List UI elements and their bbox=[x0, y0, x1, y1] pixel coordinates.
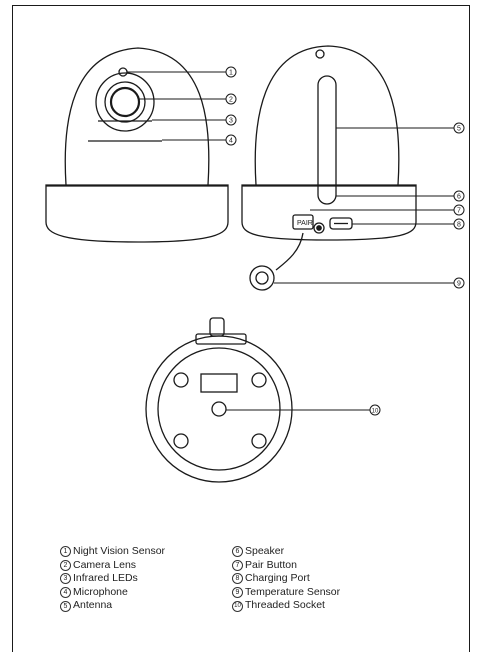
legend-label: Infrared LEDs bbox=[73, 572, 138, 585]
legend-num: 1 bbox=[60, 546, 71, 558]
callout-6-num: 6 bbox=[457, 194, 461, 201]
bottom-outer-ring bbox=[145, 335, 293, 483]
temperature-sensor-hole-inner bbox=[316, 225, 322, 231]
legend-num: 5 bbox=[60, 600, 71, 612]
callout-1: 1 bbox=[225, 66, 237, 78]
callout-5: 5 bbox=[453, 122, 465, 134]
legend-label: Microphone bbox=[73, 585, 128, 598]
front-base-outline bbox=[45, 184, 229, 243]
front-view bbox=[45, 47, 229, 243]
camera-lens-outer bbox=[95, 72, 155, 132]
legend-label: Threaded Socket bbox=[245, 599, 325, 612]
legend-label: Speaker bbox=[245, 545, 285, 557]
callout-3-num: 3 bbox=[229, 118, 233, 125]
bottom-foot-br bbox=[251, 433, 267, 449]
probe-head bbox=[249, 265, 275, 291]
callout-10: 10 bbox=[369, 404, 381, 416]
callout-5-num: 5 bbox=[457, 126, 461, 133]
bottom-mount-stub bbox=[209, 317, 225, 337]
callout-2: 2 bbox=[225, 93, 237, 105]
leader-lines bbox=[127, 71, 454, 411]
callout-6: 6 bbox=[453, 190, 465, 202]
legend-label: Camera Lens bbox=[73, 558, 137, 571]
frame-right-edge bbox=[469, 5, 471, 652]
callout-1-num: 1 bbox=[229, 70, 233, 77]
callout-9-num: 9 bbox=[457, 281, 461, 288]
callout-8: 8 bbox=[453, 218, 465, 230]
camera-lens-ring bbox=[104, 81, 146, 123]
pair-text: PAIR bbox=[297, 220, 313, 227]
legend-num: 7 bbox=[232, 559, 243, 571]
callout-4: 4 bbox=[225, 134, 237, 146]
legend-num: 9 bbox=[232, 587, 243, 599]
callout-9: 9 bbox=[453, 277, 465, 289]
callout-markers: 1 2 3 4 5 6 7 8 9 10 bbox=[225, 66, 465, 416]
back-base-outline bbox=[241, 184, 417, 241]
legend-num: 2 bbox=[60, 559, 71, 571]
bottom-inner-ring bbox=[157, 347, 281, 471]
bottom-view bbox=[145, 317, 293, 483]
bottom-foot-tr bbox=[251, 372, 267, 388]
bottom-mount-bar bbox=[195, 333, 247, 345]
legend-num: 10 bbox=[232, 600, 243, 612]
callout-8-num: 8 bbox=[457, 222, 461, 229]
legend-num: 6 bbox=[232, 546, 243, 558]
bottom-foot-tl bbox=[173, 372, 189, 388]
legend-label: Charging Port bbox=[245, 572, 310, 585]
camera-lens-inner bbox=[109, 86, 141, 118]
callout-7: 7 bbox=[453, 204, 465, 216]
probe-head-inner bbox=[255, 271, 269, 285]
back-view bbox=[241, 45, 417, 241]
legend-label: Night Vision Sensor bbox=[73, 545, 166, 557]
pair-button bbox=[292, 214, 314, 230]
probe-cable bbox=[275, 232, 304, 271]
night-vision-sensor bbox=[118, 67, 128, 77]
legend-num: 8 bbox=[232, 573, 243, 585]
temperature-probe bbox=[249, 232, 304, 291]
antenna bbox=[317, 75, 337, 205]
legend-label: Pair Button bbox=[245, 558, 297, 571]
bottom-label-plate bbox=[200, 373, 238, 393]
temperature-sensor-hole bbox=[313, 222, 325, 234]
bottom-foot-bl bbox=[173, 433, 189, 449]
callout-4-num: 4 bbox=[229, 138, 233, 145]
back-screw bbox=[315, 49, 325, 59]
back-head-outline bbox=[254, 45, 400, 186]
legend-num: 4 bbox=[60, 587, 71, 599]
callout-3: 3 bbox=[225, 114, 237, 126]
frame-left-edge bbox=[12, 5, 14, 652]
front-head-outline bbox=[64, 47, 210, 186]
callout-2-num: 2 bbox=[229, 97, 233, 104]
frame-top-edge bbox=[12, 5, 470, 7]
legend-num: 3 bbox=[60, 573, 71, 585]
legend-label: Antenna bbox=[73, 599, 113, 612]
callout-7-num: 7 bbox=[457, 208, 461, 215]
legend-label: Temperature Sensor bbox=[245, 585, 341, 598]
threaded-socket bbox=[211, 401, 227, 417]
callout-10-num: 10 bbox=[372, 409, 379, 415]
